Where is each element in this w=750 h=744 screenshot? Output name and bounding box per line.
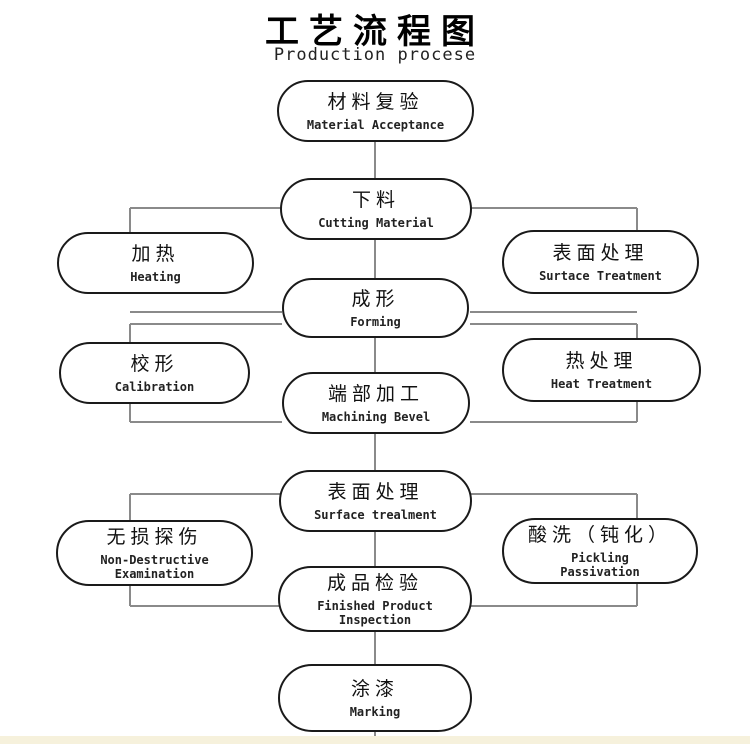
step-marking-zh: 涂漆 — [350, 678, 399, 700]
step-surface-treatment-right: 表面处理 Surtace Treatment — [502, 230, 699, 294]
step-calibration-zh: 校形 — [130, 353, 179, 375]
step-material-acceptance: 材料复验 Material Acceptance — [277, 80, 474, 142]
step-heat-treatment-en: Heat Treatment — [550, 377, 653, 391]
step-surface-treatment-center: 表面处理 Surface trealment — [279, 470, 472, 532]
chart-subtitle: Production procese — [273, 45, 477, 65]
step-surface-treatment-center-zh: 表面处理 — [327, 481, 424, 503]
step-pickling-en: Pickling Passivation — [560, 551, 640, 579]
step-cutting: 下料 Cutting Material — [280, 178, 472, 240]
step-ndt: 无损探伤 Non-Destructive Examination — [56, 520, 253, 586]
step-inspection-zh: 成品检验 — [326, 572, 423, 594]
step-material-acceptance-zh: 材料复验 — [327, 91, 424, 113]
step-calibration-en: Calibration — [114, 380, 195, 394]
step-heating: 加热 Heating — [57, 232, 254, 294]
step-ndt-en: Non-Destructive Examination — [100, 553, 209, 581]
step-heating-en: Heating — [130, 270, 181, 284]
step-forming: 成形 Forming — [282, 278, 469, 338]
chart-title: 工艺流程图 — [265, 12, 485, 52]
step-forming-en: Forming — [350, 315, 401, 329]
step-surface-treatment-center-en: Surface trealment — [314, 508, 437, 522]
step-material-acceptance-en: Material Acceptance — [306, 118, 445, 132]
step-inspection: 成品检验 Finished Product Inspection — [278, 566, 472, 632]
step-heating-zh: 加热 — [131, 243, 180, 265]
step-cutting-zh: 下料 — [351, 189, 400, 211]
step-heat-treatment: 热处理 Heat Treatment — [502, 338, 701, 402]
step-machining-zh: 端部加工 — [327, 383, 424, 405]
step-surface-treatment-right-zh: 表面处理 — [552, 242, 649, 264]
step-forming-zh: 成形 — [351, 288, 400, 310]
step-surface-treatment-right-en: Surtace Treatment — [539, 269, 662, 283]
bottom-strip — [0, 736, 750, 744]
step-machining-en: Machining Bevel — [321, 410, 431, 424]
step-heat-treatment-zh: 热处理 — [565, 350, 638, 372]
step-ndt-zh: 无损探伤 — [106, 526, 203, 548]
step-pickling-zh: 酸洗（钝化） — [527, 524, 672, 546]
step-marking: 涂漆 Marking — [278, 664, 472, 732]
step-pickling: 酸洗（钝化） Pickling Passivation — [502, 518, 698, 584]
step-marking-en: Marking — [349, 705, 401, 719]
step-machining: 端部加工 Machining Bevel — [282, 372, 470, 434]
step-cutting-en: Cutting Material — [318, 216, 434, 230]
step-calibration: 校形 Calibration — [59, 342, 250, 404]
step-inspection-en: Finished Product Inspection — [317, 599, 433, 627]
